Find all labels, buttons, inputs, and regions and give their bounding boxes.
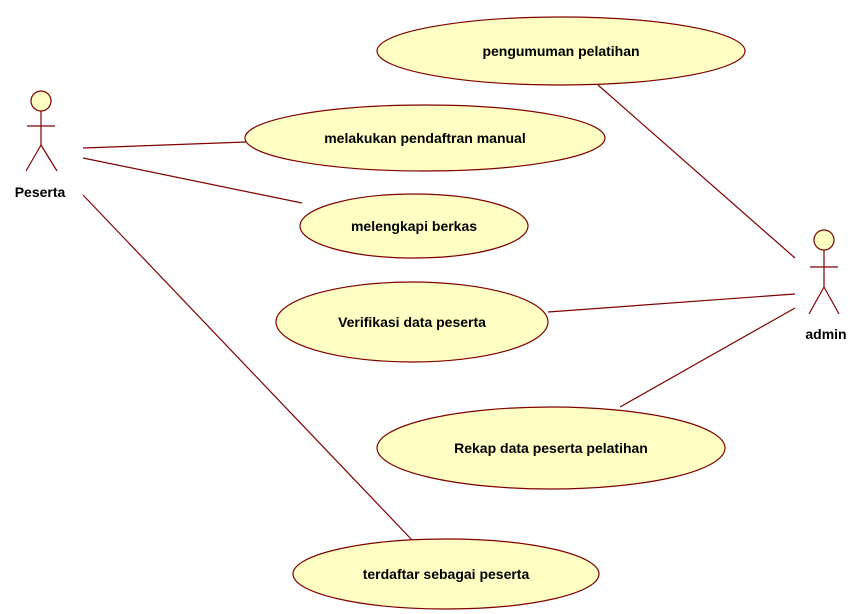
use-case-pendaftaran-label: melakukan pendaftran manual [324, 130, 526, 146]
use-case-rekap: Rekap data peserta pelatihan [376, 406, 726, 490]
association-peserta-terdaftar [82, 194, 413, 541]
use-case-berkas: melengkapi berkas [299, 193, 529, 259]
use-case-rekap-label: Rekap data peserta pelatihan [454, 440, 648, 456]
associations [82, 84, 796, 541]
use-case-terdaftar-ellipse [292, 538, 600, 610]
actor-admin-label: admin [805, 326, 846, 342]
use-case-pengumuman: pengumuman pelatihan [376, 16, 746, 86]
use-case-pendaftaran-ellipse [244, 104, 606, 172]
association-admin-rekap [619, 307, 796, 408]
use-case-terdaftar: terdaftar sebagai peserta [292, 538, 600, 610]
actor-peserta: Peserta [15, 90, 66, 200]
stick-figure-icon [25, 90, 58, 172]
use-case-pengumuman-label: pengumuman pelatihan [482, 43, 639, 59]
use-case-berkas-label: melengkapi berkas [351, 218, 477, 234]
use-case-pendaftaran: melakukan pendaftran manual [244, 104, 606, 172]
use-case-rekap-ellipse [376, 406, 726, 490]
actor-admin: admin [805, 229, 847, 342]
use-case-verifikasi-label: Verifikasi data peserta [338, 314, 486, 330]
association-admin-verifikasi [547, 293, 796, 313]
association-peserta-berkas [82, 157, 303, 204]
use-case-berkas-ellipse [299, 193, 529, 259]
stick-figure-icon [808, 229, 840, 315]
use-case-pengumuman-ellipse [376, 16, 746, 86]
use-case-verifikasi: Verifikasi data peserta [275, 281, 549, 363]
use-case-verifikasi-ellipse [275, 281, 549, 363]
actor-peserta-label: Peserta [15, 184, 66, 200]
association-peserta-pendaftaran [82, 141, 247, 149]
use-case-terdaftar-label: terdaftar sebagai peserta [363, 566, 530, 582]
association-admin-pengumuman [597, 84, 796, 259]
